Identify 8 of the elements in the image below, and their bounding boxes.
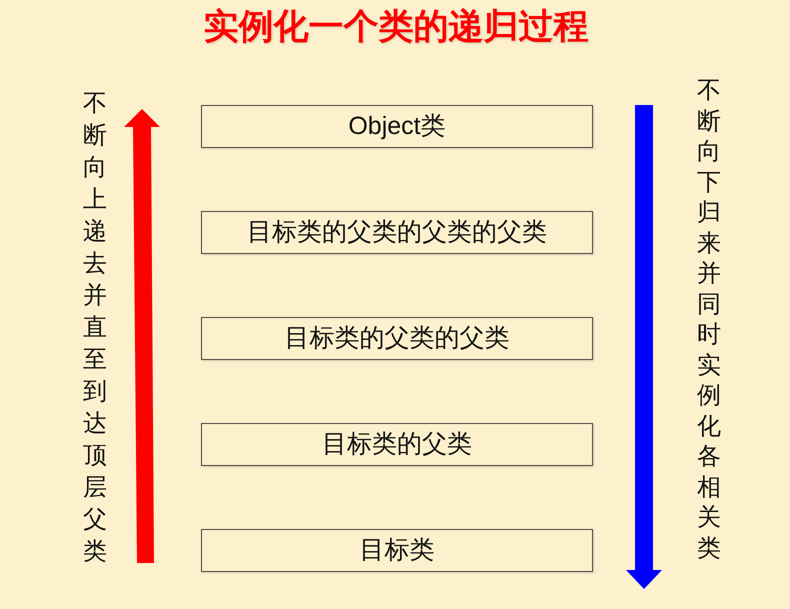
side-note: 不断向下归来并同时实例化各相关类	[696, 76, 722, 564]
class-box: Object类	[201, 105, 593, 148]
title: 实例化一个类的递归过程	[204, 7, 588, 48]
class-box: 目标类	[201, 529, 593, 572]
class-box: 目标类的父类的父类的父类	[201, 211, 593, 254]
side-note: 不断向上递去并直至到达顶层父类	[82, 89, 108, 567]
class-box: 目标类的父类的父类	[201, 317, 593, 360]
class-box: 目标类的父类	[201, 423, 593, 466]
